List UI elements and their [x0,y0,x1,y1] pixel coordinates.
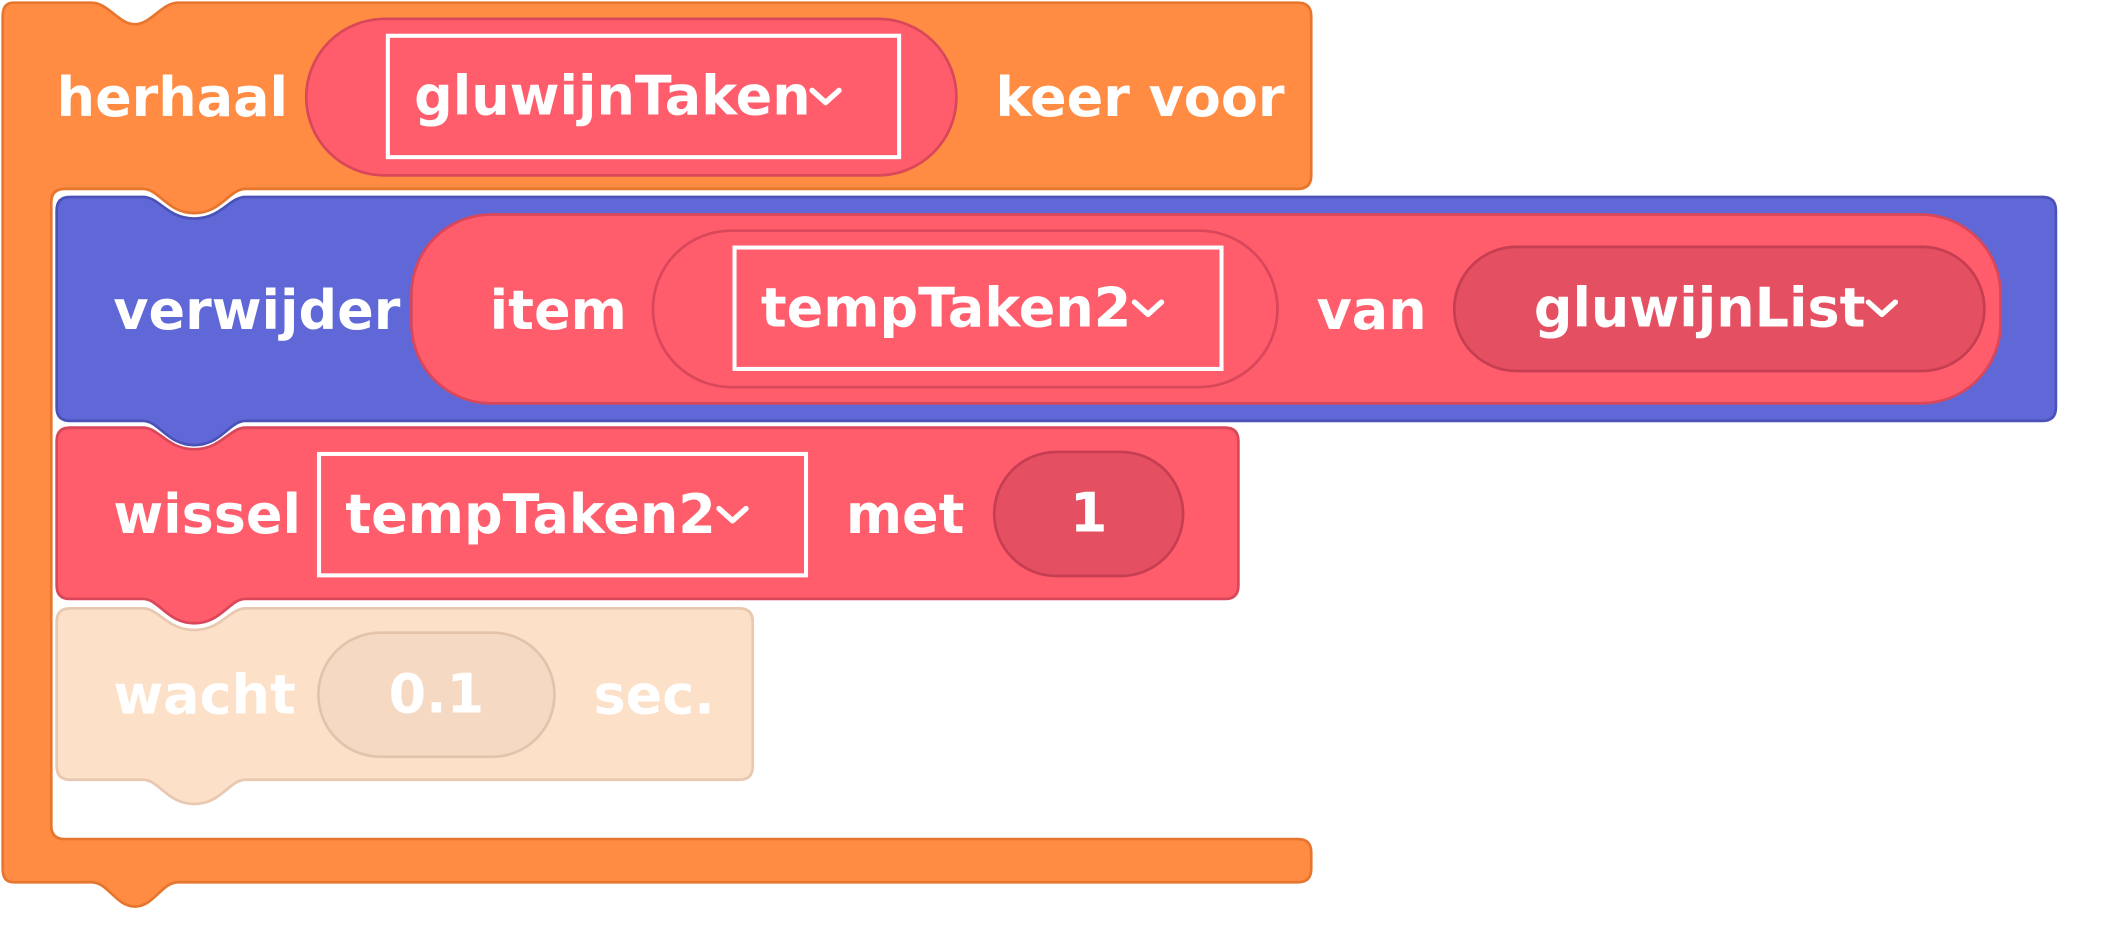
chevron-down-icon [809,87,842,105]
item-variable-text: tempTaken2 [760,277,1132,340]
change-value-text: 1 [1069,482,1108,545]
wait-unit-label: sec. [593,665,715,728]
change-variable-dropdown[interactable]: tempTaken2 [317,451,809,578]
with-label: met [845,484,965,547]
list-variable-text: gluwijnList [1533,277,1866,340]
repeat-suffix-label: keer voor [995,67,1285,130]
remove-label: verwijder [113,280,401,343]
change-value-input[interactable]: 1 [992,450,1185,578]
chevron-down-icon [716,505,749,523]
change-label: wissel [113,484,301,547]
from-label: van [1316,280,1427,343]
repeat-variable-reporter[interactable] [304,17,958,177]
item-variable-dropdown[interactable]: tempTaken2 [732,245,1224,371]
wait-label: wacht [113,665,296,728]
item-label: item [489,280,627,343]
chevron-down-icon [1865,299,1899,318]
repeat-variable-text: gluwijnTaken [414,65,811,128]
chevron-down-icon [1131,298,1165,317]
repeat-block-shape[interactable] [1,1,1313,908]
item-variable-reporter[interactable] [651,229,1279,389]
change-variable-text: tempTaken2 [345,483,716,546]
list-variable-dropdown[interactable]: gluwijnList [1452,245,1986,373]
repeat-label: herhaal [56,67,289,130]
wait-value-text: 0.1 [388,663,485,726]
wait-value-input[interactable]: 0.1 [317,631,556,759]
repeat-variable-dropdown[interactable]: gluwijnTaken [385,33,902,160]
